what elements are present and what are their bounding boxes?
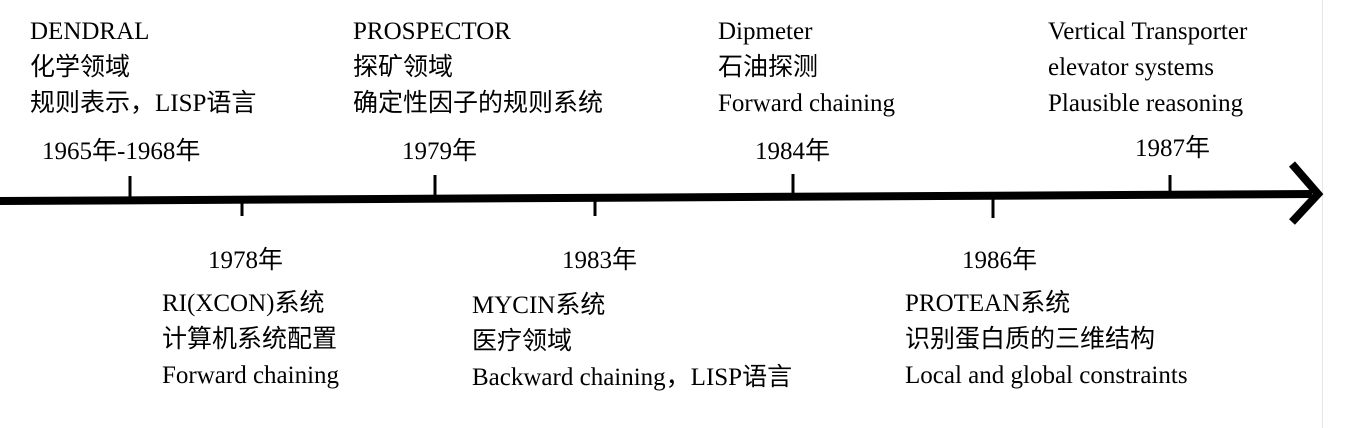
event-method: Local and global constraints xyxy=(905,362,1188,389)
event-domain: 石油探测 xyxy=(718,54,819,81)
event-name: Vertical Transporter xyxy=(1048,18,1248,45)
event-name: Dipmeter xyxy=(718,18,813,45)
event-domain: 计算机系统配置 xyxy=(162,326,338,353)
event-vertical-transporter: Vertical Transporter elevator systems Pl… xyxy=(1048,14,1247,122)
event-name: PROSPECTOR xyxy=(353,18,511,45)
event-domain: 识别蛋白质的三维结构 xyxy=(905,326,1156,353)
event-name: DENDRAL xyxy=(30,18,150,45)
event-mycin: MYCIN系统 医疗领域 Backward chaining，LISP语言 xyxy=(472,288,792,396)
event-method: Backward chaining，LISP语言 xyxy=(472,364,793,391)
axis-line xyxy=(0,190,1313,205)
event-xcon: RI(XCON)系统 计算机系统配置 Forward chaining xyxy=(162,286,339,394)
event-name: PROTEAN系统 xyxy=(905,290,1071,317)
event-method: 确定性因子的规则系统 xyxy=(353,90,604,117)
event-dendral: DENDRAL 化学领域 规则表示，LISP语言 xyxy=(30,14,256,122)
event-dipmeter: Dipmeter 石油探测 Forward chaining xyxy=(718,14,895,122)
event-method: Plausible reasoning xyxy=(1048,90,1244,117)
event-year: 1986年 xyxy=(962,247,1038,274)
event-domain: 医疗领域 xyxy=(472,328,573,355)
event-domain: 化学领域 xyxy=(30,54,131,81)
event-prospector: PROSPECTOR 探矿领域 确定性因子的规则系统 xyxy=(353,14,603,122)
axis-arrowhead xyxy=(1288,161,1324,225)
event-year: 1987年 xyxy=(1135,135,1211,162)
event-year: 1984年 xyxy=(755,138,831,165)
event-year: 1978年 xyxy=(208,247,284,274)
event-method: 规则表示，LISP语言 xyxy=(30,90,257,117)
event-name: MYCIN系统 xyxy=(472,292,606,319)
event-protean: PROTEAN系统 识别蛋白质的三维结构 Local and global co… xyxy=(905,286,1188,394)
event-name: RI(XCON)系统 xyxy=(162,290,325,317)
event-method: Forward chaining xyxy=(162,362,340,389)
event-domain: 探矿领域 xyxy=(353,54,454,81)
event-domain: elevator systems xyxy=(1048,54,1214,81)
event-year: 1983年 xyxy=(562,247,638,274)
event-year: 1965年-1968年 xyxy=(42,138,201,165)
event-method: Forward chaining xyxy=(718,90,896,117)
frame-border xyxy=(1322,0,1323,428)
event-year: 1979年 xyxy=(402,138,478,165)
